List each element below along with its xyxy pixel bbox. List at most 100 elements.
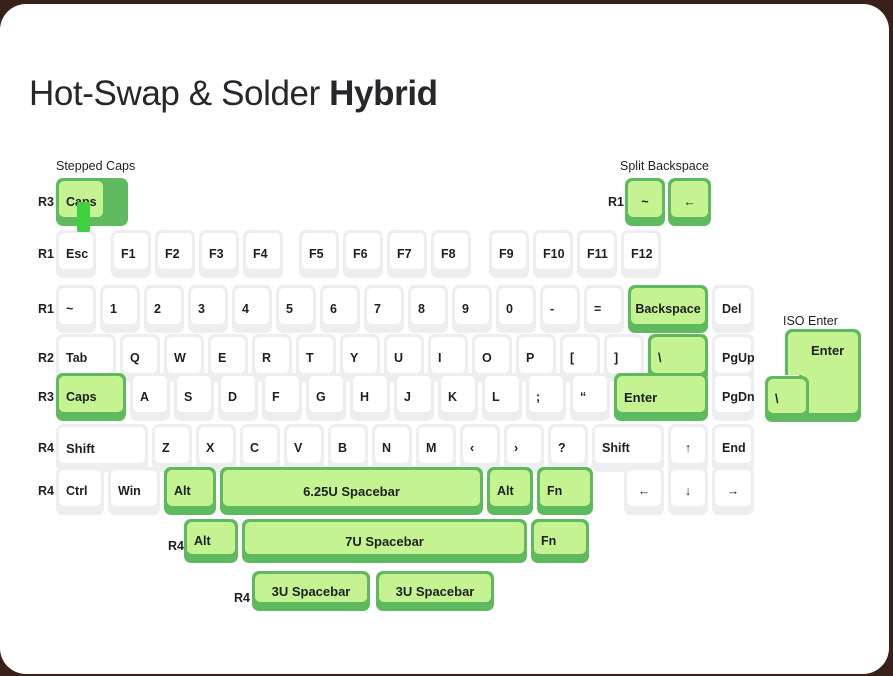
key-ctrl[interactable]: Ctrl [56,467,104,515]
key-h[interactable]: H [350,373,390,421]
row-label-home-row: R3 [38,390,54,404]
key-alt-7u[interactable]: Alt [184,519,238,563]
key-spacebar-625[interactable]: 6.25U Spacebar [220,467,483,515]
key-caps[interactable]: Caps [56,373,126,421]
key-f1[interactable]: F1 [111,230,151,278]
key-4-label: 4 [242,301,249,316]
key-8[interactable]: 8 [408,285,448,333]
key-end[interactable]: End [712,424,754,472]
key-alt-right[interactable]: Alt [487,467,533,515]
key-comma-label: ‹ [470,440,475,455]
key-arrow-right[interactable]: → [712,467,754,515]
key-l[interactable]: L [482,373,522,421]
key-fn-7u[interactable]: Fn [531,519,589,563]
key-iso-backslash[interactable]: \ [765,376,809,422]
key-f12[interactable]: F12 [621,230,661,278]
key-k-label: K [448,389,458,404]
key-win[interactable]: Win [108,467,160,515]
key-v[interactable]: V [284,424,324,472]
key-f[interactable]: F [262,373,302,421]
key-tab[interactable]: Tab [56,334,116,382]
key-iso-enter-label: Enter [811,343,845,358]
row-label-function-row: R1 [38,247,54,261]
key-comma[interactable]: ‹ [460,424,500,472]
key-n[interactable]: N [372,424,412,472]
key-enter[interactable]: Enter [614,373,708,421]
key-1[interactable]: 1 [100,285,140,333]
key-del[interactable]: Del [712,285,754,333]
key-a[interactable]: A [130,373,170,421]
key-d[interactable]: D [218,373,258,421]
key-2[interactable]: 2 [144,285,184,333]
key-t-label: T [306,350,314,365]
key-6[interactable]: 6 [320,285,360,333]
key-backspace-split[interactable]: ← [668,178,711,226]
key-4[interactable]: 4 [232,285,272,333]
key-j[interactable]: J [394,373,434,421]
key-spacebar-3u-right[interactable]: 3U Spacebar [376,571,494,611]
key-del-label: Del [722,301,742,316]
key-0[interactable]: 0 [496,285,536,333]
key-pgdn[interactable]: PgDn [712,373,754,421]
key-bracket-right-label: ] [614,350,619,365]
key-fn[interactable]: Fn [537,467,593,515]
key-f9[interactable]: F9 [489,230,529,278]
key-m[interactable]: M [416,424,456,472]
key-k[interactable]: K [438,373,478,421]
key-c[interactable]: C [240,424,280,472]
key-iso-backslash-label: \ [775,391,779,406]
key-f11[interactable]: F11 [577,230,617,278]
key-caps-stepped[interactable]: Caps [56,178,128,226]
key-shift-right[interactable]: Shift [592,424,664,472]
key-f1-label: F1 [121,246,136,261]
key-f5[interactable]: F5 [299,230,339,278]
key-arrow-up[interactable]: ↑ [668,424,708,472]
key-z-label: Z [162,440,170,455]
key-spacebar-3u-left[interactable]: 3U Spacebar [252,571,370,611]
key-quote[interactable]: “ [570,373,610,421]
key-f4[interactable]: F4 [243,230,283,278]
key-shift-left[interactable]: Shift [56,424,148,472]
key-f8[interactable]: F8 [431,230,471,278]
key-9-label: 9 [462,301,469,316]
key-minus[interactable]: - [540,285,580,333]
key-f5-label: F5 [309,246,324,261]
key-5[interactable]: 5 [276,285,316,333]
key-equal[interactable]: = [584,285,624,333]
key-iso-enter-face-bottom [802,373,858,413]
caption-iso-enter: ISO Enter [783,314,838,328]
key-i-label: I [438,350,442,365]
key-9[interactable]: 9 [452,285,492,333]
key-slash[interactable]: ? [548,424,588,472]
key-backspace-split-label: ← [683,194,696,209]
key-period[interactable]: › [504,424,544,472]
key-f10[interactable]: F10 [533,230,573,278]
key-s[interactable]: S [174,373,214,421]
key-tilde-split[interactable]: ~ [625,178,665,226]
key-pgup-label: PgUp [722,350,754,365]
key-x[interactable]: X [196,424,236,472]
key-f2[interactable]: F2 [155,230,195,278]
key-spacebar-7u[interactable]: 7U Spacebar [242,519,527,563]
key-alt-left[interactable]: Alt [164,467,216,515]
key-arrow-left[interactable]: ← [624,467,664,515]
key-semicolon-label: ; [536,389,541,404]
key-backspace[interactable]: Backspace [628,285,708,333]
key-arrow-down[interactable]: ↓ [668,467,708,515]
key-r[interactable]: R [252,334,292,382]
key-g[interactable]: G [306,373,346,421]
key-tab-label: Tab [66,350,88,365]
key-7[interactable]: 7 [364,285,404,333]
key-ctrl-label: Ctrl [66,483,88,498]
key-tilde[interactable]: ~ [56,285,96,333]
key-f3[interactable]: F3 [199,230,239,278]
key-2-label: 2 [154,301,161,316]
key-b[interactable]: B [328,424,368,472]
key-3[interactable]: 3 [188,285,228,333]
key-f7[interactable]: F7 [387,230,427,278]
key-semicolon[interactable]: ; [526,373,566,421]
key-esc[interactable]: Esc [56,230,96,278]
key-f6[interactable]: F6 [343,230,383,278]
key-z[interactable]: Z [152,424,192,472]
keyboard-layout-card: Hot-Swap & Solder Hybrid Stepped Caps Sp… [0,4,889,674]
